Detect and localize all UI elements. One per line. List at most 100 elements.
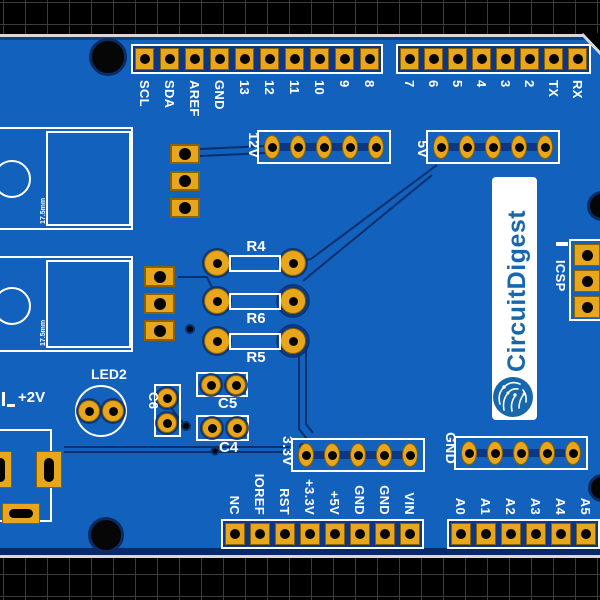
pin-label-12: 12 <box>261 80 277 96</box>
pin-hole <box>364 54 375 64</box>
cap-outline-C4 <box>196 415 249 441</box>
mounting-hole-bottom-left <box>88 517 124 553</box>
pin-pad-SDA <box>160 48 179 70</box>
resistor-label-R5: R5 <box>246 349 266 366</box>
pin-pad-2 <box>520 48 539 70</box>
pin-label-TX: TX <box>545 80 561 98</box>
resistor-pad-left-R4 <box>204 250 230 276</box>
pin-hole <box>305 529 315 539</box>
led2-pad <box>78 400 100 422</box>
connector-3.3V <box>291 438 425 472</box>
pin-hole <box>189 54 200 64</box>
pin-hole <box>327 450 337 460</box>
pin-label-13: 13 <box>236 80 252 96</box>
pin-hole <box>207 423 217 433</box>
pin-label-+5V: +5V <box>327 490 342 515</box>
pin-hole <box>288 296 298 306</box>
pin-hole <box>524 54 535 64</box>
package-marking-2: 17.5mm <box>40 319 47 346</box>
logo-text: CircuitDigest <box>503 209 531 372</box>
connector-pad <box>537 135 553 159</box>
power-jack-pad-3 <box>2 503 40 524</box>
pin-hole <box>514 142 524 152</box>
pin-hole <box>542 448 552 458</box>
resistor-pad-left-R5 <box>204 328 230 354</box>
connector-pad <box>511 135 527 159</box>
mounting-hole-top-left <box>89 38 127 76</box>
pin-label-A0: A0 <box>453 497 468 515</box>
icsp-pad <box>574 270 600 292</box>
resistor-body-R4 <box>229 255 281 272</box>
cap-label-C4: C4 <box>219 439 239 456</box>
resistor-pad-right-R5 <box>280 328 306 354</box>
pin-pad-A2 <box>501 523 521 545</box>
resistor-body-R5 <box>229 333 281 350</box>
pin-pad-8 <box>360 48 379 70</box>
pin-label-A2: A2 <box>503 497 518 515</box>
pin-label-7: 7 <box>401 80 417 88</box>
pin-hole <box>568 448 578 458</box>
pin-hole <box>405 450 415 460</box>
pin-pad-5 <box>448 48 467 70</box>
pin-label-GND: GND <box>377 485 392 515</box>
connector-pad <box>324 443 340 467</box>
pin-hole <box>289 54 300 64</box>
pin-hole <box>139 54 150 64</box>
cap-pad-C4 <box>227 418 247 438</box>
pin-hole <box>452 54 463 64</box>
led2-pad <box>102 400 124 422</box>
pin-hole <box>212 336 222 346</box>
pin-label-NC: NC <box>227 495 242 515</box>
pin-label-IOREF: IOREF <box>252 473 267 515</box>
pin-hole <box>162 393 172 403</box>
pin-hole <box>405 529 415 539</box>
cap-pad-C5 <box>226 375 246 395</box>
pin-label-SCL: SCL <box>136 80 152 107</box>
icsp-pad <box>574 296 600 318</box>
pin-pad-IOREF <box>250 523 270 545</box>
pin-hole <box>353 450 363 460</box>
pin-hole <box>572 54 583 64</box>
package-marking-1: 17.5mm <box>40 197 47 224</box>
pin-hole <box>428 54 439 64</box>
resistor-label-R4: R4 <box>246 238 266 255</box>
connector-pad <box>485 135 501 159</box>
analog-header <box>447 519 600 549</box>
pin-hole <box>162 418 172 428</box>
pin-hole <box>293 142 303 152</box>
led2-outline <box>75 385 127 437</box>
resistor-pad-right-R4 <box>280 250 306 276</box>
pin-hole <box>436 142 446 152</box>
pin-hole <box>380 529 390 539</box>
pin-hole <box>212 296 222 306</box>
cap-outline-C5 <box>196 372 248 397</box>
pin-hole <box>488 142 498 152</box>
connector-pad <box>290 135 306 159</box>
pin-hole <box>255 529 265 539</box>
resistor-label-R6: R6 <box>246 310 266 327</box>
connector-pad <box>402 443 418 467</box>
pin-pad-+3.3V <box>300 523 320 545</box>
cap-pad-C5 <box>201 375 221 395</box>
connector-label-5V: 5V <box>415 140 431 158</box>
pin-label-GND: GND <box>352 485 367 515</box>
pin-hole <box>153 324 166 337</box>
pin-hole <box>153 297 166 310</box>
pin-hole <box>212 258 222 268</box>
pin-label-2: 2 <box>521 80 537 88</box>
icsp-header <box>569 239 600 321</box>
pin-hole <box>456 529 466 539</box>
connector-pad <box>368 135 384 159</box>
pin-label-10: 10 <box>311 80 327 96</box>
pin-hole <box>506 529 516 539</box>
cap-pad-C4 <box>202 418 222 438</box>
pin-hole <box>288 336 298 346</box>
connector-pad <box>513 441 529 465</box>
pin-hole <box>264 54 275 64</box>
pin-label-8: 8 <box>361 80 377 88</box>
pin-label-RX: RX <box>569 80 585 99</box>
pin-pad-TX <box>544 48 563 70</box>
connector-pad <box>316 135 332 159</box>
connector-pad <box>461 441 477 465</box>
